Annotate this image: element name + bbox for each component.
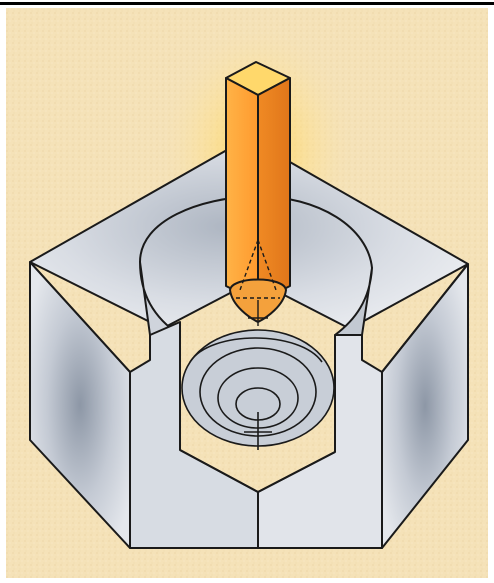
top-rule: [0, 2, 494, 5]
electrode-left-face: [226, 78, 258, 302]
electrode-right-face: [258, 78, 290, 302]
electrode-rod-icon: [226, 62, 290, 326]
